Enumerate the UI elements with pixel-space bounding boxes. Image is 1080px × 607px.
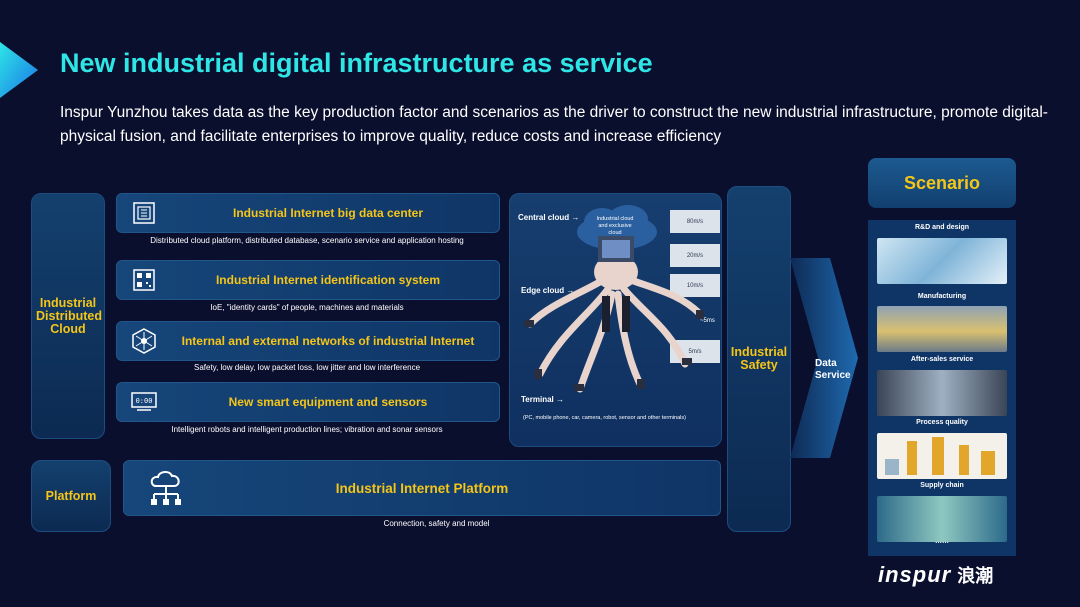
identification-system-box: Industrial Internet identification syste…	[116, 260, 500, 300]
speed-20: 20m/s	[670, 244, 720, 267]
page-subtitle: Inspur Yunzhou takes data as the key pro…	[60, 104, 1048, 145]
inspur-logo-brand: inspur	[878, 562, 952, 587]
supply-chain-image	[877, 496, 1007, 542]
platform-label-box: Platform	[31, 460, 111, 532]
internet-platform-title: Industrial Internet Platform	[335, 480, 509, 496]
speed-10: 10m/s	[670, 274, 720, 297]
platform-label-text: Platform	[45, 488, 97, 503]
industrial-safety-text: Industrial Safety	[730, 345, 788, 372]
networks-box: Internal and external networks of indust…	[116, 321, 500, 361]
sensor-display-text: 0:00	[136, 397, 153, 405]
platform-network-icon	[146, 468, 186, 508]
distributed-cloud-label: Industrial Distributed Cloud	[31, 193, 105, 439]
page-title: New industrial digital infrastructure as…	[60, 48, 653, 78]
octopus-illustration	[524, 236, 704, 393]
networks-desc: Safety, low delay, low packet loss, low …	[193, 363, 421, 372]
scenario-after-sales: After-sales service	[910, 356, 974, 363]
network-hex-icon	[131, 328, 157, 354]
scenario-rd: R&D and design	[914, 224, 970, 231]
central-cloud-label: Central cloud →	[518, 213, 580, 222]
terminal-desc: (PC, mobile phone, car, camera, robot, s…	[523, 415, 686, 421]
smart-equipment-box: 0:00 New smart equipment and sensors	[116, 382, 500, 422]
inspur-logo-cn: 浪潮	[957, 566, 994, 586]
big-data-center-box: Industrial Internet big data center	[116, 193, 500, 233]
networks-title: Internal and external networks of indust…	[181, 334, 475, 348]
terminal-label: Terminal →	[521, 395, 564, 404]
process-quality-image	[877, 433, 1007, 479]
distributed-cloud-text: Industrial Distributed Cloud	[36, 295, 102, 336]
scenario-manufacturing: Manufacturing	[917, 293, 967, 300]
scenario-process-quality: Process quality	[916, 419, 968, 426]
data-service-arrow	[790, 258, 858, 458]
data-service-label: Data Service	[815, 358, 851, 381]
rd-lab-image	[877, 238, 1007, 284]
scenario-header: Scenario	[868, 158, 1016, 208]
identification-system-desc: IoE, "identity cards" of people, machine…	[210, 303, 404, 312]
internet-platform-box: Industrial Internet Platform	[123, 460, 721, 516]
cloud-edge-terminal-diagram: Central cloud → Industrial cloud and exc…	[509, 193, 722, 447]
smart-equipment-title: New smart equipment and sensors	[228, 395, 428, 409]
industrial-safety-column: Industrial Safety	[727, 186, 791, 532]
big-data-center-title: Industrial Internet big data center	[232, 206, 424, 220]
manufacturing-image	[877, 306, 1007, 352]
edge-cloud-label: Edge cloud →	[521, 286, 575, 295]
industrial-cloud-icon	[577, 205, 657, 250]
after-sales-image	[877, 370, 1007, 416]
sensor-display-icon: 0:00	[131, 389, 157, 415]
speed-marker: ~5ms	[700, 318, 715, 324]
data-center-icon	[131, 200, 157, 226]
internet-platform-desc: Connection, safety and model	[383, 519, 490, 528]
scenario-more: ……	[935, 538, 949, 545]
big-data-center-desc: Distributed cloud platform, distributed …	[150, 236, 464, 245]
qr-code-icon	[131, 267, 157, 293]
scenario-supply-chain: Supply chain	[920, 482, 964, 489]
identification-system-title: Industrial Internet identification syste…	[215, 273, 441, 287]
smart-equipment-desc: Intelligent robots and intelligent produ…	[171, 425, 443, 434]
scenario-column: R&D and design Manufacturing After-sales…	[868, 220, 1016, 556]
inspur-logo: inspur 浪潮	[878, 562, 993, 588]
corner-arrow-icon	[0, 42, 38, 98]
speed-80: 80m/s	[670, 210, 720, 233]
industrial-cloud-text: Industrial cloud and exclusive cloud	[596, 216, 634, 236]
